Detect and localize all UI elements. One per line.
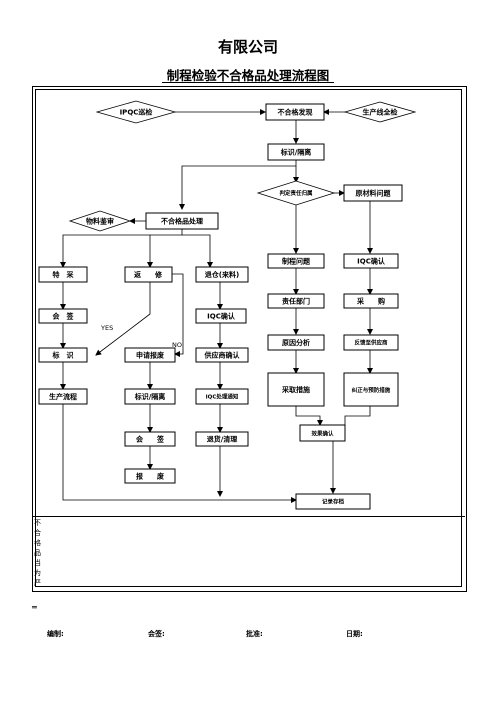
edge-action-to-effect: [295, 406, 323, 426]
node-special-purchase: 特 采: [38, 266, 88, 283]
edge-corrective-to-effect: [344, 406, 371, 425]
node-nc-handle: 不合格品处理: [145, 212, 219, 230]
node-mark-left: 标 识: [38, 347, 88, 363]
bottom-mark: ═: [32, 603, 37, 612]
company-name: 有限公司: [217, 38, 278, 56]
node-material-issue: 原材料问题: [343, 184, 403, 202]
node-supplier-confirm: 供应商确认: [195, 347, 249, 363]
svg-text:原材料问题: 原材料问题: [356, 189, 392, 198]
node-take-action: 采取措施: [267, 372, 325, 407]
node-countersign-mid: 会 签: [124, 431, 176, 447]
node-record-archive: 记录存档: [295, 493, 371, 510]
note-separator: [33, 516, 465, 517]
footer-compiled: 编制:: [47, 630, 64, 638]
svg-text:IQC处理通知: IQC处理通知: [206, 393, 239, 401]
outer-frame: [32, 86, 467, 592]
svg-text:退仓(来料): 退仓(来料): [205, 270, 239, 279]
footer-countersign: 会签:: [148, 630, 165, 638]
edge-rework-no: [172, 273, 184, 357]
edge-rework-yes: [95, 282, 151, 356]
node-purchase: 采 购: [343, 293, 399, 309]
node-cause-analysis: 原因分析: [267, 334, 325, 351]
svg-text:判定责任归属: 判定责任归属: [279, 189, 313, 197]
footer-date: 日期:: [346, 630, 363, 638]
label-yes: YES: [100, 324, 113, 332]
svg-text:报 废: 报 废: [136, 472, 164, 481]
svg-text:反馈至供应商: 反馈至供应商: [354, 339, 388, 347]
svg-text:不合格品处理: 不合格品处理: [161, 217, 203, 226]
svg-text:会 签: 会 签: [53, 312, 75, 321]
svg-text:IQC确认: IQC确认: [207, 312, 236, 321]
svg-text:返 修: 返 修: [134, 270, 163, 279]
title-underline: [162, 82, 334, 83]
svg-text:会 签: 会 签: [136, 435, 165, 444]
node-iqc-notice: IQC处理通知: [195, 388, 249, 405]
footer-approved: 批准:: [246, 630, 263, 638]
svg-text:特 采: 特 采: [53, 270, 75, 279]
edge-mark-branch: [179, 160, 297, 210]
svg-text:退货/清理: 退货/清理: [207, 435, 238, 444]
svg-text:物料鉴审: 物料鉴审: [86, 217, 114, 226]
svg-text:纠正与预防措施: 纠正与预防措施: [352, 386, 391, 394]
node-mark-isolate: 标识/隔离: [267, 143, 325, 161]
svg-text:责任部门: 责任部门: [282, 297, 310, 306]
svg-text:采取措施: 采取措施: [281, 385, 310, 394]
svg-text:标识/隔离: 标识/隔离: [134, 392, 166, 401]
svg-text:不合格发现: 不合格发现: [278, 108, 313, 117]
inner-frame: [35, 89, 462, 587]
svg-text:生产流程: 生产流程: [49, 392, 77, 401]
node-production-flow: 生产流程: [38, 388, 88, 405]
node-apply-scrap: 申请报废: [124, 347, 176, 363]
svg-text:供应商确认: 供应商确认: [204, 351, 241, 360]
edge-production-to-record: [62, 404, 297, 503]
node-process-issue: 制程问题: [267, 253, 325, 269]
node-effect-confirm: 效果确认: [299, 424, 346, 442]
edge-to-return: [182, 234, 213, 268]
svg-text:IPQC巡检: IPQC巡检: [120, 108, 153, 117]
node-scrap: 报 废: [124, 468, 176, 484]
edge-nchandle-branches: [60, 229, 183, 268]
svg-text:记录存档: 记录存档: [322, 498, 345, 506]
node-countersign-left: 会 签: [38, 308, 88, 324]
node-line-fullcheck: 生产线全检: [343, 101, 417, 123]
node-corrective: 纠正与预防措施: [343, 372, 399, 407]
node-return-supplier: 退仓(来料): [195, 266, 249, 283]
svg-text:效果确认: 效果确认: [311, 430, 334, 438]
svg-text:原因分析: 原因分析: [282, 338, 310, 347]
svg-text:标识/隔离: 标识/隔离: [280, 148, 312, 157]
label-no: NO: [172, 341, 182, 349]
connectors: [60, 109, 373, 503]
node-iqc-confirm-right: IQC确认: [343, 253, 399, 269]
svg-text:申请报废: 申请报废: [136, 351, 164, 360]
svg-text:IQC确认: IQC确认: [357, 257, 386, 266]
node-nonconform-found: 不合格发现: [265, 103, 325, 121]
flowchart-title: 制程检验不合格品处理流程图: [166, 68, 330, 83]
svg-text:生产线全检: 生产线全检: [363, 108, 398, 117]
svg-text:制程问题: 制程问题: [282, 257, 311, 266]
node-return-clear: 退货/清理: [195, 431, 249, 447]
note-text: 不合格品当为严: [34, 519, 41, 587]
node-ipqc-patrol: IPQC巡检: [95, 100, 177, 124]
svg-text:标 识: 标 识: [52, 351, 74, 360]
node-material-review: 物料鉴审: [68, 210, 132, 232]
node-judge-responsibility: 判定责任归属: [256, 180, 336, 206]
node-rework: 返 修: [124, 266, 173, 283]
node-iqc-confirm-mid: IQC确认: [195, 308, 247, 324]
node-mark-isolate2: 标识/隔离: [124, 388, 176, 405]
svg-text:采 购: 采 购: [356, 297, 385, 306]
node-feedback-supplier: 反馈至供应商: [343, 334, 399, 351]
node-resp-dept: 责任部门: [267, 293, 325, 309]
